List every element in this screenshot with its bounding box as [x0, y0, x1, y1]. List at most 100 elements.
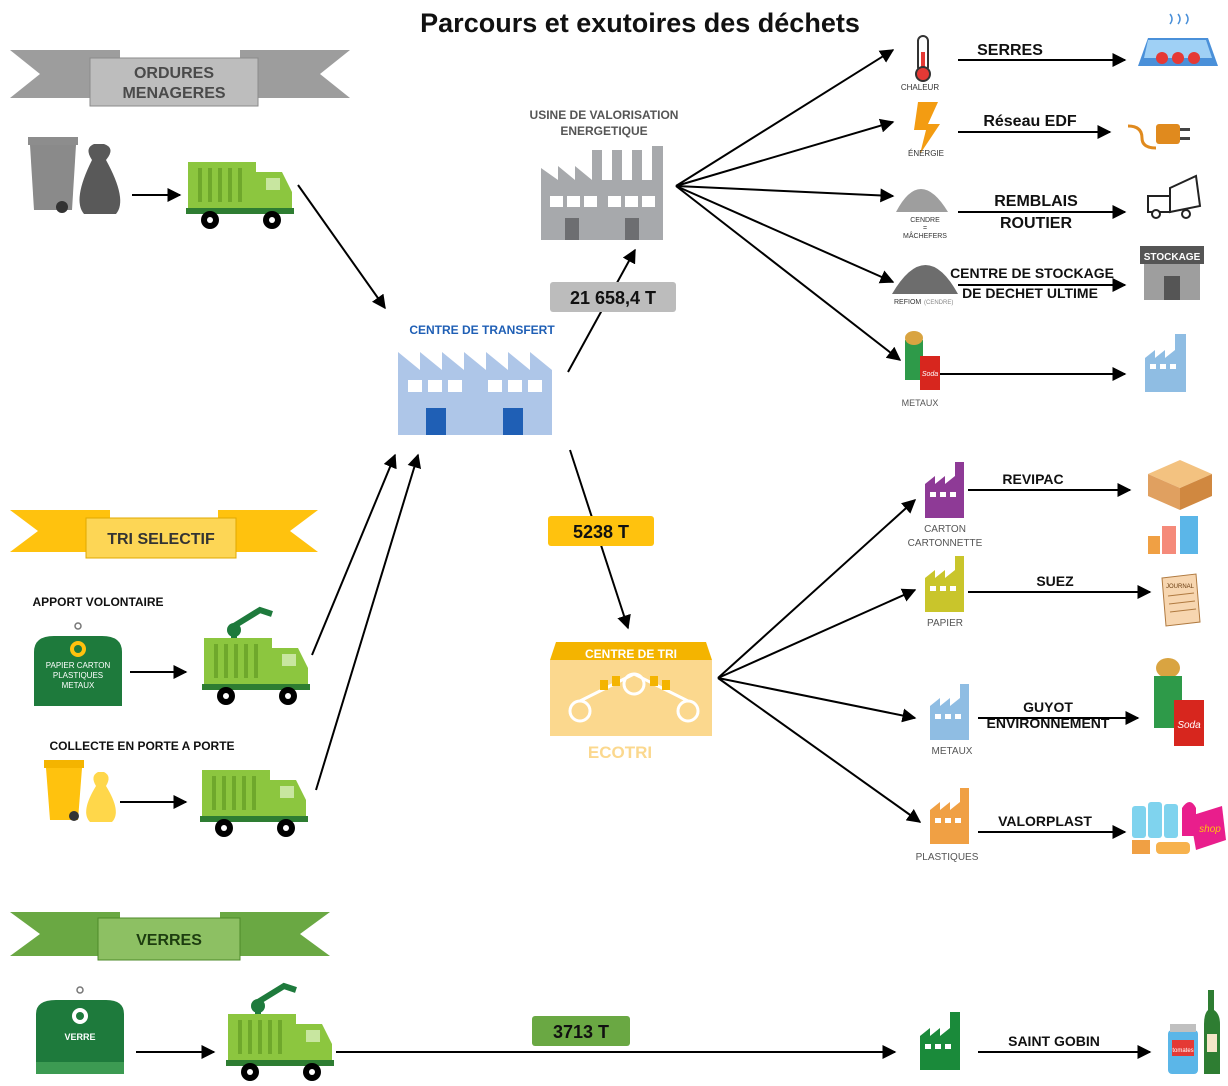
carton-label-2: CARTONNETTE	[908, 538, 983, 549]
trash-bag-icon	[79, 144, 121, 214]
ash-pile-icon	[896, 189, 948, 212]
yellow-bin-icon	[44, 760, 84, 821]
collecte-truck-icon	[200, 770, 308, 837]
dump-truck-icon	[1147, 174, 1202, 219]
remblais-label-1: REMBLAIS	[994, 193, 1078, 210]
arrow-tri-to-papier	[717, 588, 917, 679]
cendre-label-3: MÂCHEFERS	[903, 231, 947, 240]
energie-label: ÉNERGIE	[908, 149, 944, 158]
papier-label: PAPIER	[927, 618, 963, 629]
verre-factory-icon	[920, 1012, 960, 1070]
svg-text:METAUX: METAUX	[62, 681, 95, 690]
crane-truck-icon	[202, 606, 310, 705]
ecotri-label: ECOTRI	[588, 743, 652, 762]
carton-label-1: CARTON	[924, 524, 966, 535]
apport-volontaire-label: APPORT VOLONTAIRE	[32, 595, 163, 609]
collecte-porte-label: COLLECTE EN PORTE A PORTE	[49, 739, 234, 753]
papier-factory-icon	[925, 556, 964, 612]
transfert-label: CENTRE DE TRANSFERT	[409, 323, 555, 337]
metaux-factory-icon	[930, 684, 969, 740]
svg-text:shop: shop	[1199, 824, 1221, 835]
guyot-cans-icon: Soda	[1154, 658, 1204, 746]
refiom-note: (CENDRE)	[924, 300, 953, 306]
svg-text:3713 T: 3713 T	[553, 1022, 609, 1042]
saint-gobin-label: SAINT GOBIN	[1008, 1033, 1100, 1049]
arrow-ordures-to-transfert	[297, 184, 386, 310]
metaux-tri-label: METAUX	[932, 746, 973, 757]
arrow-usine-to-metaux	[675, 185, 902, 361]
glass-truck-icon	[226, 982, 334, 1081]
centre-de-tri-icon: CENTRE DE TRI	[550, 642, 712, 736]
usine-label-line2: ENERGETIQUE	[560, 124, 647, 138]
serres-label: SERRES	[977, 42, 1043, 59]
suez-label: SUEZ	[1036, 573, 1074, 589]
lightning-icon	[914, 102, 940, 154]
plastiques-factory-icon	[930, 788, 969, 844]
flow-badge-verres: 3713 T	[532, 1016, 630, 1046]
yellow-bag-icon	[86, 772, 116, 822]
recycling-container-icon: PAPIER CARTON PLASTIQUES METAUX	[34, 622, 122, 706]
svg-text:VERRE: VERRE	[64, 1032, 95, 1042]
chaleur-label: CHALEUR	[901, 83, 939, 92]
arrow-usine-to-cendre	[675, 185, 895, 203]
cardboard-box-icon	[1148, 460, 1212, 510]
stockage-centre-label-1: CENTRE DE STOCKAGE	[950, 265, 1114, 281]
svg-text:JOURNAL: JOURNAL	[1166, 584, 1195, 590]
svg-text:TRI SELECTIF: TRI SELECTIF	[107, 531, 215, 548]
arrow-tri-to-plastiques	[717, 677, 922, 823]
svg-text:CENTRE DE TRI: CENTRE DE TRI	[585, 647, 677, 661]
arrow-apport-to-transfert	[311, 453, 397, 656]
refiom-label: REFIOM	[894, 299, 921, 306]
guyot-label-1: GUYOT	[1023, 699, 1073, 715]
metal-cans-icon: Soda	[905, 331, 940, 390]
stockage-sign: STOCKAGE	[1144, 252, 1201, 263]
arrow-usine-to-chaleur	[675, 49, 895, 187]
svg-text:5238 T: 5238 T	[573, 522, 629, 542]
newspaper-icon: JOURNAL	[1161, 573, 1201, 627]
arrow-collecte-to-transfert	[315, 453, 422, 791]
banner-ordures-line2: MENAGERES	[122, 85, 225, 102]
arrow-tri-to-metaux	[717, 677, 917, 723]
edf-label: Réseau EDF	[983, 113, 1077, 130]
glass-jar-bottle-icon: tomates	[1168, 990, 1220, 1074]
valorplast-label: VALORPLAST	[998, 813, 1092, 829]
storage-building-icon: STOCKAGE	[1140, 246, 1204, 300]
banner-verres: VERRES	[10, 912, 330, 961]
usine-factory-icon	[541, 146, 663, 240]
transfert-factory-icon	[398, 352, 552, 435]
diagram-title: Parcours et exutoires des déchets	[420, 8, 860, 38]
household-bin-icon	[28, 137, 78, 213]
flow-badge-tri: 5238 T	[548, 516, 654, 546]
cartonnette-packs-icon	[1148, 516, 1198, 554]
banner-ordures-line1: ORDURES	[134, 65, 214, 82]
svg-text:21 658,4 T: 21 658,4 T	[570, 288, 656, 308]
banner-ordures-menageres: ORDURES MENAGERES	[10, 50, 350, 107]
svg-text:Soda: Soda	[922, 371, 938, 378]
svg-text:Soda: Soda	[1177, 720, 1201, 731]
cendre-label-1: CENDRE	[910, 217, 940, 224]
arrow-tri-to-carton	[717, 499, 917, 679]
refiom-pile-icon	[892, 265, 958, 294]
thermometer-icon	[915, 35, 931, 82]
collection-truck-icon	[186, 162, 294, 229]
glass-container-icon: VERRE	[36, 986, 124, 1074]
plastiques-label: PLASTIQUES	[916, 852, 979, 863]
svg-text:PAPIER CARTON: PAPIER CARTON	[46, 661, 111, 670]
svg-text:PLASTIQUES: PLASTIQUES	[53, 671, 103, 680]
metal-recycler-factory-icon	[1145, 334, 1186, 392]
cendre-label-2: =	[923, 225, 927, 232]
greenhouse-icon	[1138, 13, 1218, 66]
plastic-bottles-icon: shop	[1132, 802, 1226, 854]
stockage-centre-label-2: DE DECHET ULTIME	[962, 285, 1098, 301]
revipac-label: REVIPAC	[1002, 471, 1063, 487]
power-plug-icon	[1127, 124, 1190, 150]
arrow-usine-to-energie	[675, 118, 895, 187]
arrow-usine-to-refiom	[675, 185, 895, 284]
svg-text:VERRES: VERRES	[136, 932, 202, 949]
metaux-usine-label: METAUX	[902, 398, 939, 408]
svg-text:tomates: tomates	[1172, 1048, 1193, 1054]
flow-badge-usine: 21 658,4 T	[550, 282, 676, 312]
remblais-label-2: ROUTIER	[1000, 215, 1072, 232]
carton-factory-icon	[925, 462, 964, 518]
